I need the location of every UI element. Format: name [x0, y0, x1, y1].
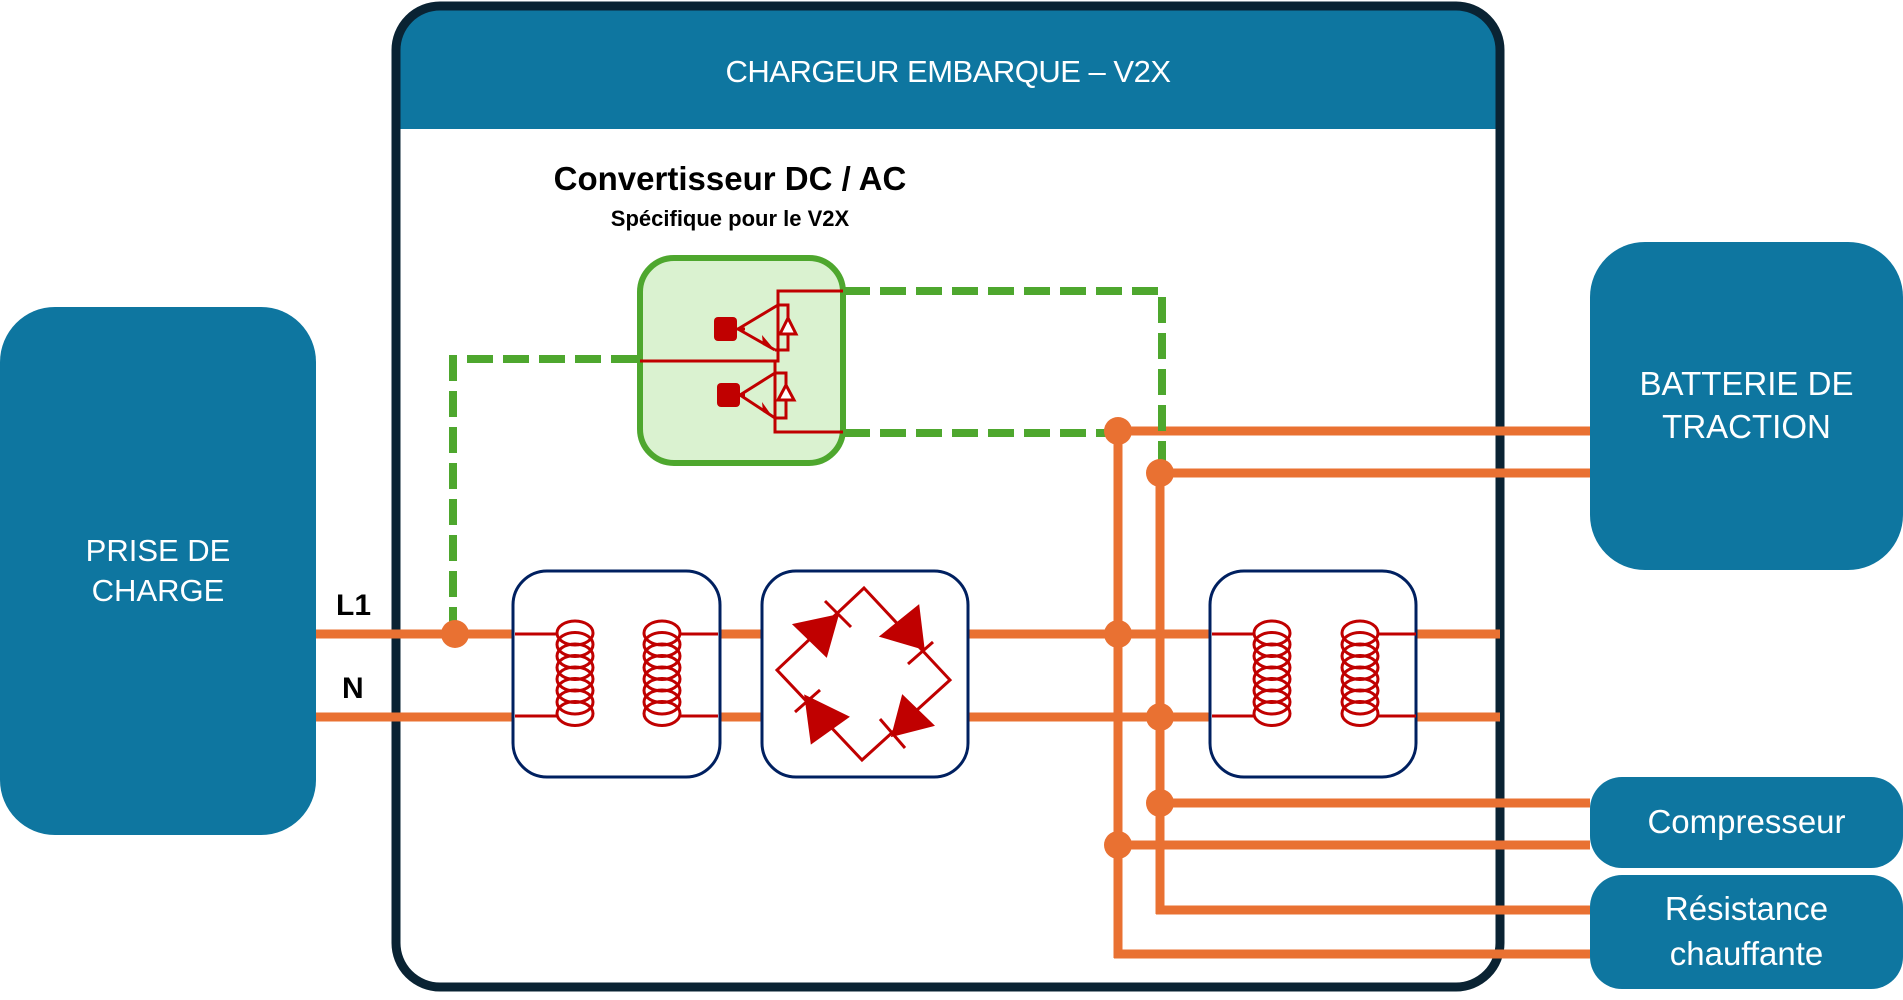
charging-inlet-label-line1: PRISE DE	[85, 532, 231, 568]
junction-dot	[1146, 789, 1174, 817]
phase-line-label: L1	[336, 589, 372, 622]
transformer-icon	[1212, 619, 1416, 727]
coil-loop	[1340, 700, 1380, 727]
heater-label-line2: chauffante	[1669, 935, 1824, 972]
heater-block[interactable]	[1590, 875, 1903, 989]
charging-inlet-label: PRISE DE CHARGE	[0, 307, 316, 835]
power-lines	[316, 426, 1590, 959]
transformer-icon	[515, 619, 718, 727]
bridge-rectifier[interactable]	[760, 569, 970, 779]
frame-border	[391, 1, 1505, 992]
charging-inlet-block[interactable]	[0, 307, 316, 835]
converter-link-dc-top	[844, 287, 1166, 470]
junction-dot	[1146, 703, 1174, 731]
coil-loop	[555, 700, 595, 727]
battery-label-line1: BATTERIE DE	[1639, 365, 1854, 403]
converter-links	[449, 287, 1166, 630]
onboard-charger-frame	[391, 1, 1505, 992]
compressor-block[interactable]	[1590, 777, 1903, 868]
coil-loop	[1340, 688, 1380, 716]
charger-title: CHARGEUR EMBARQUE – V2X	[725, 53, 1172, 89]
coil-loop	[1252, 688, 1292, 716]
charging-inlet-label-line2: CHARGE	[91, 573, 225, 608]
junction-dots	[441, 417, 1174, 859]
converter-subtitle: Spécifique pour le V2X	[610, 206, 850, 231]
battery-label: BATTERIE DE TRACTION	[1590, 242, 1903, 570]
dc-ac-converter[interactable]	[637, 255, 846, 466]
converter-title: Convertisseur DC / AC	[553, 160, 907, 197]
neutral-line-label: N	[342, 672, 364, 705]
converter-link-ac	[449, 355, 637, 630]
junction-dot	[1104, 417, 1132, 445]
frame-header	[396, 6, 1500, 129]
input-transformer[interactable]	[511, 569, 722, 779]
battery-label-line2: TRACTION	[1662, 408, 1831, 445]
freewheel-diode-icon	[775, 381, 797, 402]
junction-dot	[1146, 459, 1174, 487]
gate-upper-icon	[714, 317, 737, 341]
junction-dot	[441, 620, 469, 648]
junction-dot	[1104, 831, 1132, 859]
output-transformer[interactable]	[1208, 569, 1418, 779]
diode-bridge-icon	[774, 585, 953, 763]
compressor-label: Compresseur	[1647, 803, 1846, 841]
heater-label-line1: Résistance	[1664, 890, 1829, 928]
gate-lower-icon	[717, 383, 740, 407]
coil-loop	[555, 688, 595, 716]
coil-loop	[1252, 700, 1292, 727]
junction-dot	[1104, 620, 1132, 648]
coil-loop	[642, 688, 682, 716]
emitter-arrow-icon	[762, 335, 773, 348]
freewheel-diode-icon	[777, 314, 799, 336]
emitter-arrow-icon	[762, 402, 772, 416]
heater-label: Résistance chauffante	[1590, 875, 1903, 989]
battery-block[interactable]	[1590, 242, 1903, 570]
coil-loop	[642, 700, 682, 727]
